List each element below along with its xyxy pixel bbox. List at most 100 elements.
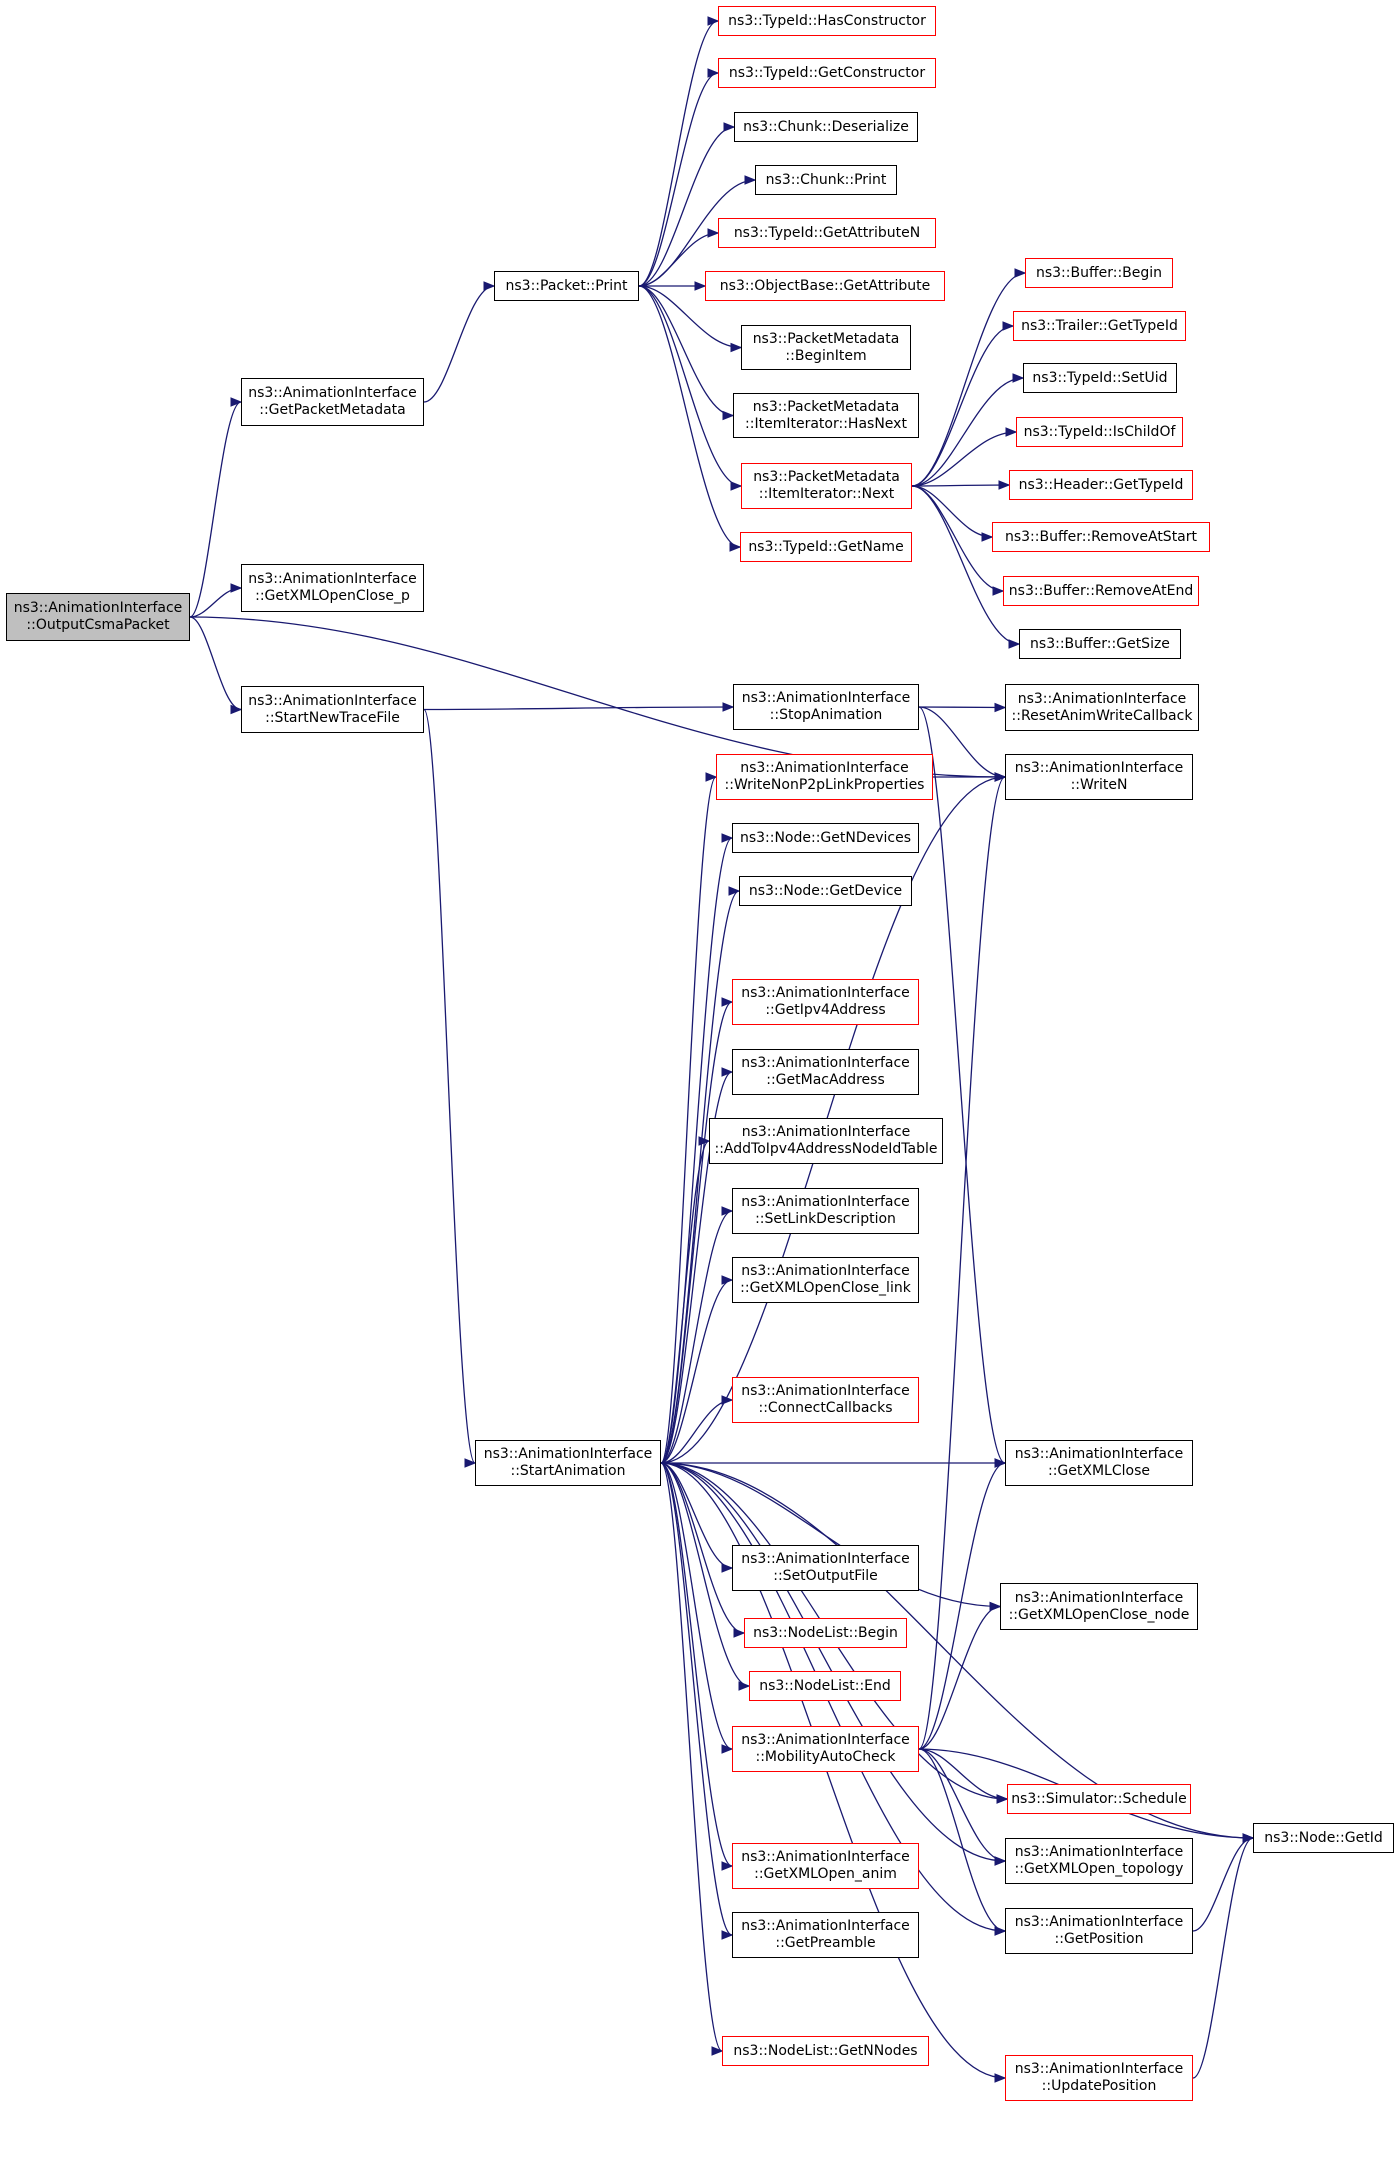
node-xmlclose[interactable]: ns3::AnimationInterface::GetXMLClose (1005, 1440, 1193, 1486)
node-conncb[interactable]: ns3::AnimationInterface::ConnectCallback… (732, 1377, 919, 1423)
node-getxmlp[interactable]: ns3::AnimationInterface::GetXMLOpenClose… (241, 564, 424, 612)
node-updpos[interactable]: ns3::AnimationInterface::UpdatePosition (1005, 2055, 1193, 2101)
node-nlbegin[interactable]: ns3::NodeList::Begin (744, 1618, 907, 1648)
edge-pmnext-to-header (911, 484, 1010, 487)
node-label: ::GetXMLOpen_anim (754, 1866, 897, 1882)
node-label: ns3::AnimationInterface (1017, 690, 1187, 707)
node-obgetattr[interactable]: ns3::ObjectBase::GetAttribute (705, 271, 945, 301)
node-label: ns3::AnimationInterface (248, 385, 417, 401)
node-label: ns3::AnimationInterface (741, 1194, 910, 1210)
node-sntf[interactable]: ns3::AnimationInterface::StartNewTraceFi… (241, 686, 424, 733)
node-nlend[interactable]: ns3::NodeList::End (749, 1671, 901, 1701)
node-getname[interactable]: ns3::TypeId::GetName (740, 532, 912, 562)
node-label: ns3::AnimationInterface (741, 1124, 911, 1140)
node-pmhasnext[interactable]: ns3::PacketMetadata::ItemIterator::HasNe… (733, 393, 919, 438)
node-label: ::ConnectCallbacks (758, 1400, 893, 1416)
arrowhead-startanim-to-xmllink (721, 1275, 734, 1285)
node-header[interactable]: ns3::Header::GetTypeId (1009, 470, 1193, 500)
edge-startanim-to-nlend (660, 1462, 750, 1687)
node-getattrn[interactable]: ns3::TypeId::GetAttributeN (718, 218, 936, 248)
node-cprint[interactable]: ns3::Chunk::Print (755, 165, 897, 195)
arrowhead-pmnext-to-bbegin (1014, 268, 1027, 278)
node-label: ns3::AnimationInterface (1014, 2061, 1184, 2077)
edge-pprint-to-pmnext (638, 285, 742, 487)
node-rmstart[interactable]: ns3::Buffer::RemoveAtStart (992, 522, 1210, 552)
node-nodegetid[interactable]: ns3::Node::GetId (1253, 1823, 1394, 1853)
node-root[interactable]: ns3::AnimationInterface::OutputCsmaPacke… (6, 593, 190, 641)
node-mobcheck[interactable]: ns3::AnimationInterface::MobilityAutoChe… (732, 1726, 919, 1772)
node-label: ns3::TypeId::IsChildOf (1023, 423, 1176, 440)
node-stopanim[interactable]: ns3::AnimationInterface::StopAnimation (733, 684, 919, 730)
node-label: ::GetPosition (1054, 1931, 1144, 1947)
node-getdev[interactable]: ns3::Node::GetDevice (739, 876, 912, 906)
arrowhead-startanim-to-getdev (728, 886, 741, 896)
node-xmlnode[interactable]: ns3::AnimationInterface::GetXMLOpenClose… (1000, 1583, 1198, 1630)
edge-startanim-to-setlink (660, 1210, 733, 1464)
node-label: ns3::PacketMetadata (752, 330, 900, 347)
edge-pprint-to-getcons (638, 72, 719, 287)
node-trailer[interactable]: ns3::Trailer::GetTypeId (1013, 311, 1186, 341)
edge-startanim-to-xmlanim (660, 1462, 733, 1867)
node-cdeser[interactable]: ns3::Chunk::Deserialize (734, 112, 918, 142)
node-writen[interactable]: ns3::AnimationInterface::WriteN (1005, 754, 1193, 800)
arrowhead-pmnext-to-rmstart (981, 532, 994, 542)
node-bsize[interactable]: ns3::Buffer::GetSize (1019, 629, 1181, 659)
node-label: ns3::Simulator::Schedule (1011, 1790, 1187, 1807)
node-label: ::StopAnimation (769, 707, 883, 723)
node-getpos[interactable]: ns3::AnimationInterface::GetPosition (1005, 1908, 1193, 1954)
node-pprint[interactable]: ns3::Packet::Print (494, 271, 639, 301)
node-label: ::GetXMLClose (1048, 1463, 1150, 1479)
node-getndev[interactable]: ns3::Node::GetNDevices (732, 823, 919, 853)
arrowhead-pprint-to-cdeser (723, 122, 736, 132)
node-pmnext[interactable]: ns3::PacketMetadata::ItemIterator::Next (741, 463, 912, 509)
arrowhead-startanim-to-getndev (721, 833, 734, 843)
node-xmllink[interactable]: ns3::AnimationInterface::GetXMLOpenClose… (732, 1257, 919, 1303)
node-getpm[interactable]: ns3::AnimationInterface::GetPacketMetada… (241, 378, 424, 426)
arrowhead-startanim-to-getmac (721, 1067, 734, 1077)
node-simsched[interactable]: ns3::Simulator::Schedule (1007, 1784, 1191, 1814)
edge-pprint-to-pmbegin (638, 285, 742, 349)
node-setlink[interactable]: ns3::AnimationInterface::SetLinkDescript… (732, 1188, 919, 1234)
node-label: ::GetXMLOpen_topology (1014, 1861, 1184, 1877)
arrowhead-pmnext-to-rmend (992, 586, 1005, 596)
node-startanim[interactable]: ns3::AnimationInterface::StartAnimation (475, 1440, 661, 1486)
node-label: ns3::AnimationInterface (248, 571, 417, 587)
node-wnp2p[interactable]: ns3::AnimationInterface::WriteNonP2pLink… (716, 754, 933, 800)
arrowhead-mobcheck-to-xmltopo (994, 1856, 1007, 1866)
node-label: ::WriteNonP2pLinkProperties (724, 777, 925, 793)
node-label: ns3::AnimationInterface (741, 1918, 910, 1934)
node-ischild[interactable]: ns3::TypeId::IsChildOf (1016, 417, 1183, 447)
node-label: ns3::TypeId::GetConstructor (728, 64, 926, 81)
node-getipv4[interactable]: ns3::AnimationInterface::GetIpv4Address (732, 979, 919, 1025)
edge-startanim-to-xmllink (660, 1279, 733, 1464)
node-label: ns3::AnimationInterface (741, 985, 910, 1001)
node-preamble[interactable]: ns3::AnimationInterface::GetPreamble (732, 1912, 919, 1958)
arrowhead-getpm-to-pprint (483, 281, 496, 291)
node-label: ns3::AnimationInterface (248, 692, 417, 709)
edge-stopanim-to-xmlclose (918, 706, 1006, 1464)
node-getmac[interactable]: ns3::AnimationInterface::GetMacAddress (732, 1049, 919, 1095)
node-getcons[interactable]: ns3::TypeId::GetConstructor (718, 58, 936, 88)
arrowhead-startanim-to-setlink (721, 1206, 734, 1216)
node-bbegin[interactable]: ns3::Buffer::Begin (1025, 258, 1173, 288)
node-label: ns3::PacketMetadata (753, 469, 900, 485)
node-label: ::GetXMLOpenClose_link (740, 1280, 911, 1296)
arrowhead-mobcheck-to-xmlnode (989, 1601, 1002, 1612)
arrowhead-pprint-to-pmbegin (730, 342, 743, 353)
node-rmend[interactable]: ns3::Buffer::RemoveAtEnd (1003, 576, 1199, 606)
node-label: ns3::TypeId::SetUid (1032, 369, 1168, 386)
node-addipv4[interactable]: ns3::AnimationInterface::AddToIpv4Addres… (709, 1118, 943, 1164)
node-label: ::ResetAnimWriteCallback (1011, 707, 1193, 724)
node-hascons[interactable]: ns3::TypeId::HasConstructor (718, 6, 936, 36)
arrowhead-pmnext-to-trailer (1002, 321, 1015, 331)
node-xmltopo[interactable]: ns3::AnimationInterface::GetXMLOpen_topo… (1005, 1838, 1193, 1884)
node-setuid[interactable]: ns3::TypeId::SetUid (1023, 363, 1177, 393)
node-resetcb[interactable]: ns3::AnimationInterface::ResetAnimWriteC… (1005, 684, 1199, 731)
node-label: ns3::NodeList::GetNNodes (733, 2042, 918, 2059)
node-xmlanim[interactable]: ns3::AnimationInterface::GetXMLOpen_anim (732, 1843, 919, 1889)
edge-root-to-getpm (189, 401, 242, 618)
node-pmbegin[interactable]: ns3::PacketMetadata::BeginItem (741, 325, 911, 370)
node-label: ns3::TypeId::HasConstructor (728, 12, 926, 29)
node-nlgetn[interactable]: ns3::NodeList::GetNNodes (722, 2036, 929, 2066)
node-setout[interactable]: ns3::AnimationInterface::SetOutputFile (732, 1545, 919, 1591)
